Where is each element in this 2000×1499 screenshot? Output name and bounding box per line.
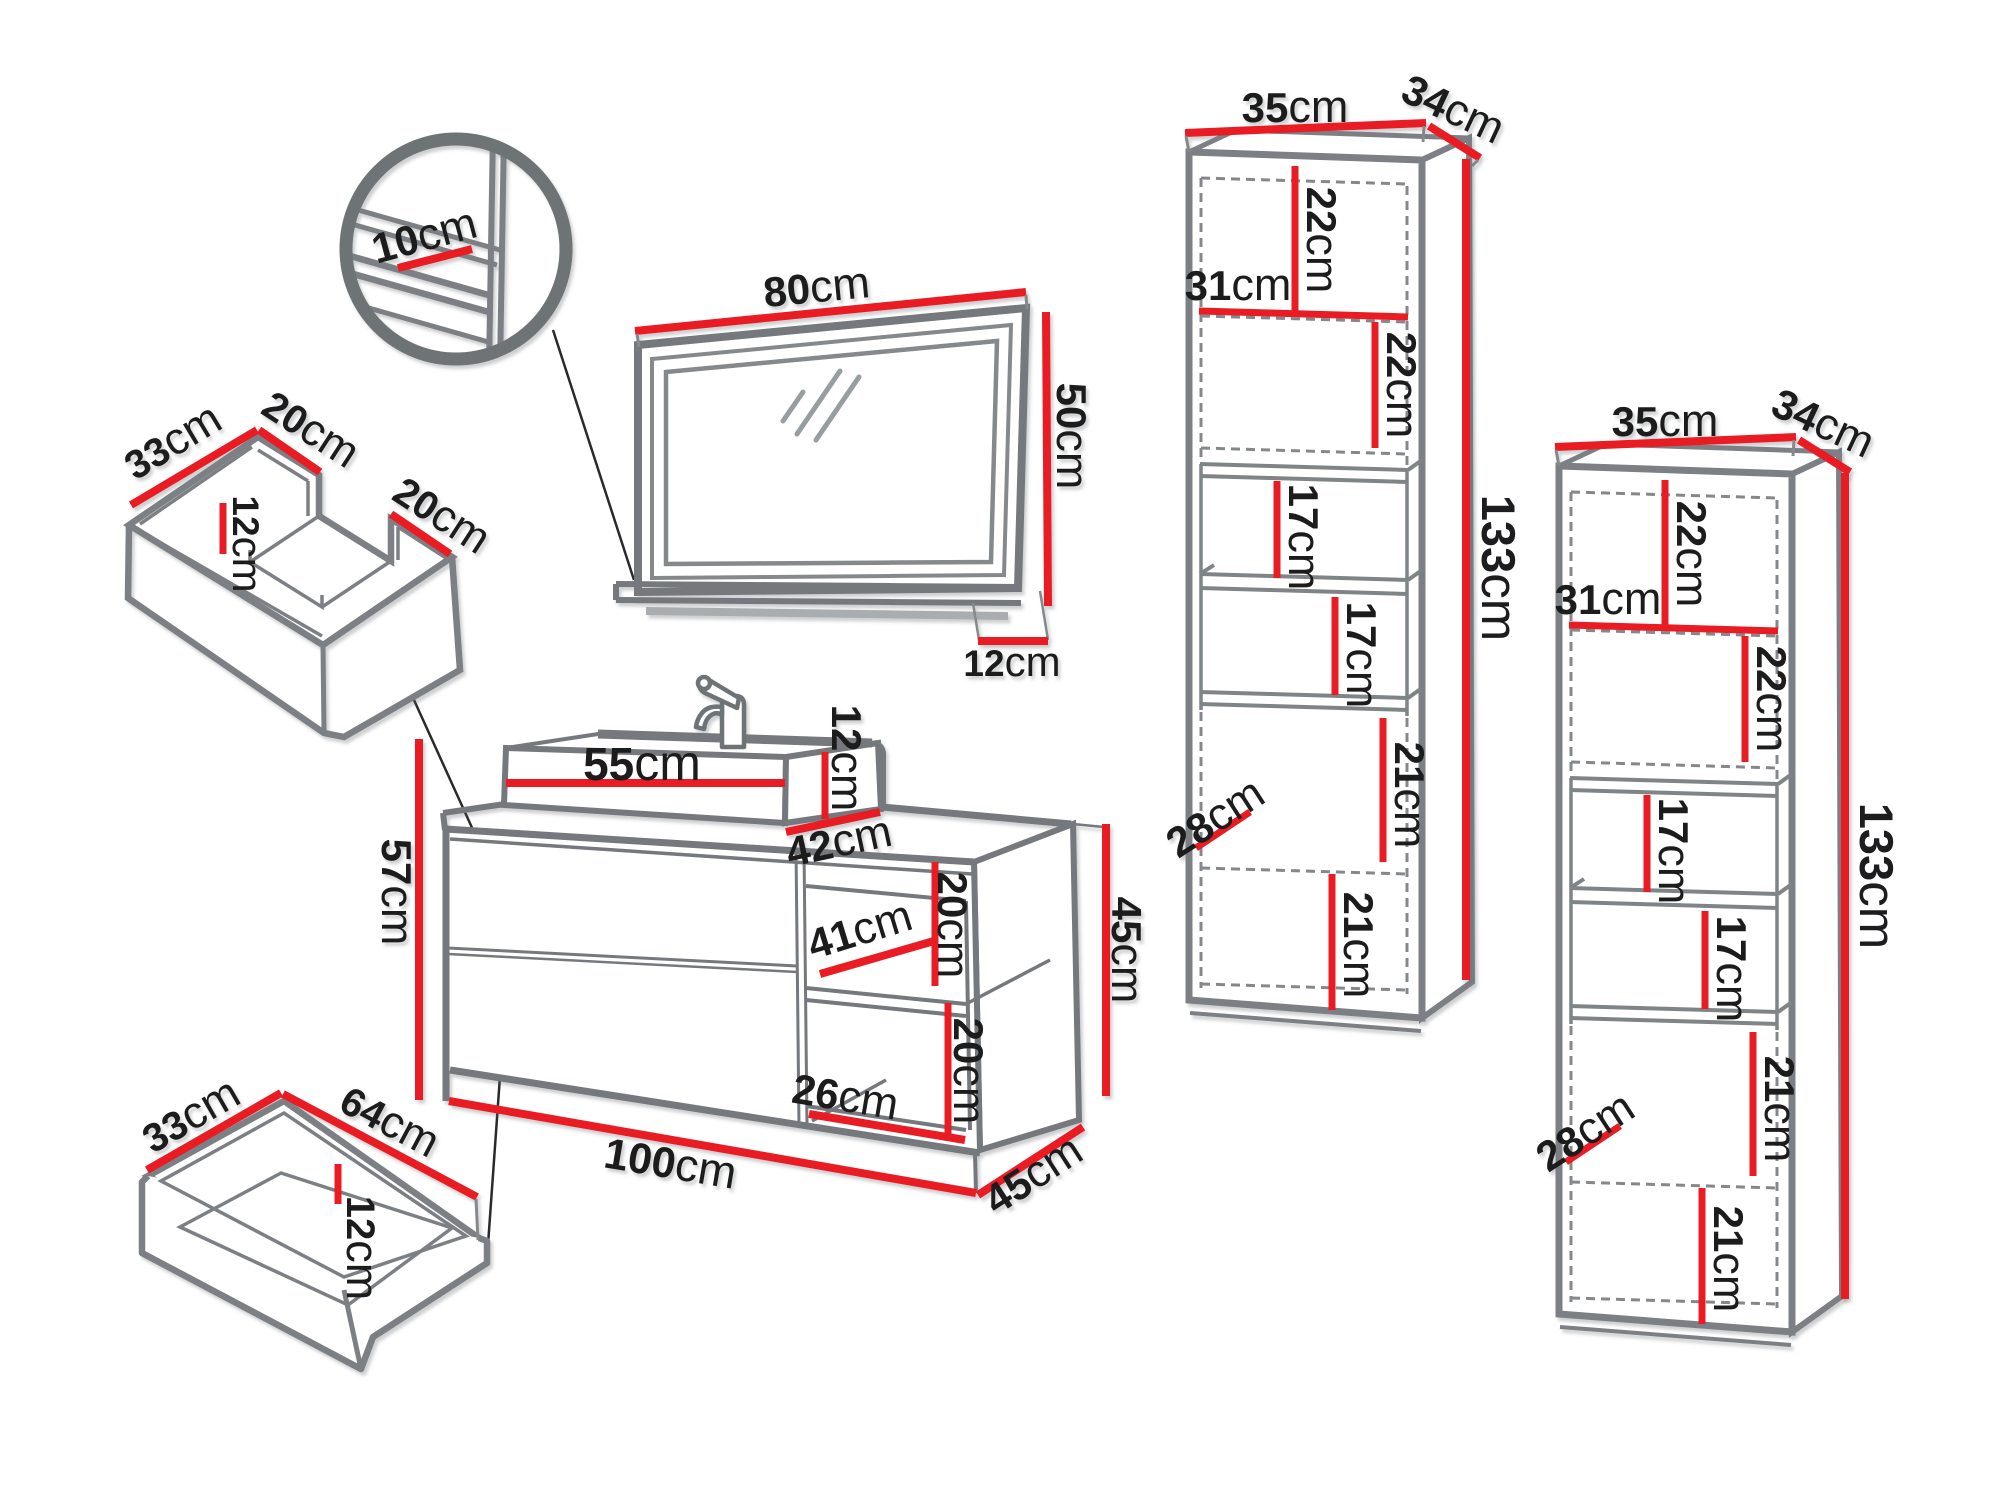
svg-text:17cm: 17cm bbox=[1337, 602, 1388, 709]
svg-text:57cm: 57cm bbox=[372, 839, 423, 946]
svg-text:45cm: 45cm bbox=[1102, 897, 1153, 1004]
svg-text:22cm: 22cm bbox=[1377, 332, 1428, 439]
svg-text:17cm: 17cm bbox=[1279, 484, 1330, 591]
svg-text:22cm: 22cm bbox=[1297, 187, 1348, 294]
svg-text:26cm: 26cm bbox=[789, 1062, 903, 1130]
svg-text:80cm: 80cm bbox=[761, 256, 872, 317]
svg-text:20cm: 20cm bbox=[944, 1018, 995, 1125]
svg-text:35cm: 35cm bbox=[1242, 81, 1349, 132]
svg-text:133cm: 133cm bbox=[1849, 803, 1906, 949]
svg-text:50cm: 50cm bbox=[1047, 383, 1098, 490]
svg-text:100cm: 100cm bbox=[601, 1126, 741, 1199]
svg-text:12cm: 12cm bbox=[822, 705, 873, 812]
svg-text:21cm: 21cm bbox=[1334, 892, 1385, 999]
svg-text:133cm: 133cm bbox=[1471, 495, 1528, 641]
svg-text:12cm: 12cm bbox=[337, 1196, 388, 1301]
svg-text:12cm: 12cm bbox=[224, 495, 271, 592]
svg-text:20cm: 20cm bbox=[928, 872, 979, 979]
svg-text:21cm: 21cm bbox=[1385, 742, 1436, 849]
svg-text:42cm: 42cm bbox=[781, 805, 896, 877]
svg-text:31cm: 31cm bbox=[1185, 259, 1292, 310]
svg-text:55cm: 55cm bbox=[583, 735, 701, 791]
svg-text:12cm: 12cm bbox=[963, 638, 1060, 685]
